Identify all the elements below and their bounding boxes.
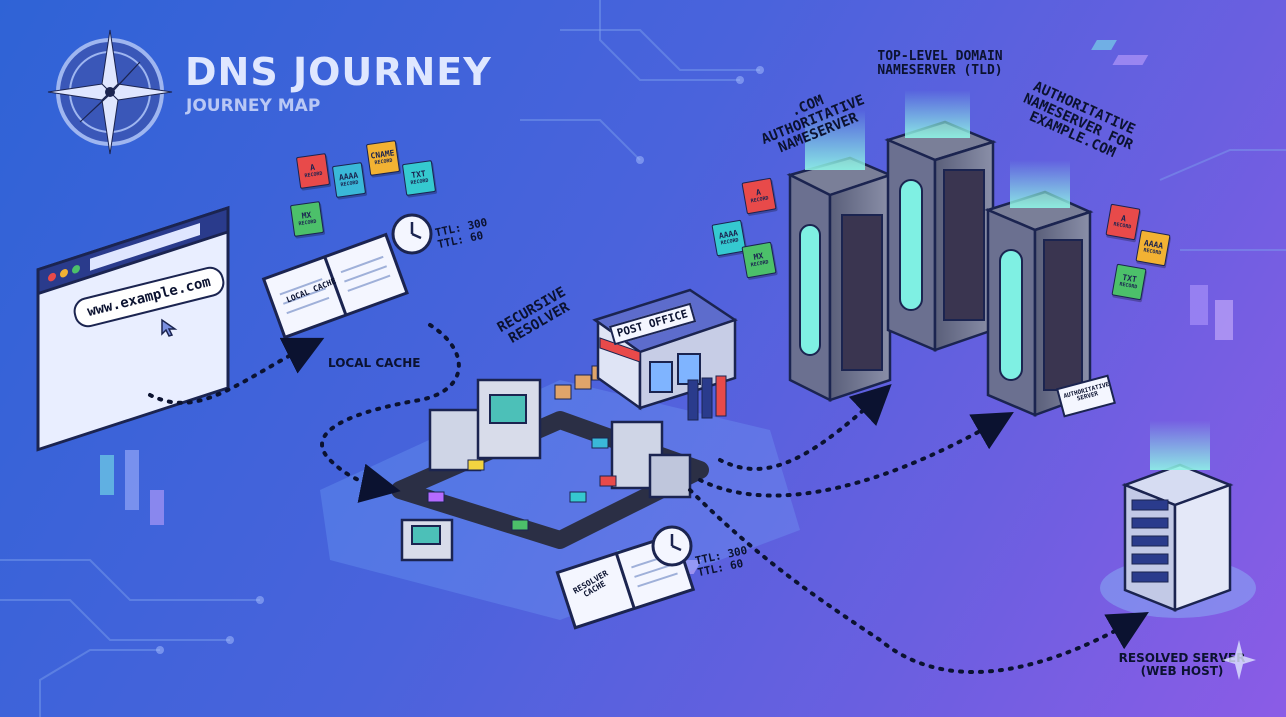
sparkle-icon bbox=[1222, 640, 1256, 680]
local-cache-book bbox=[261, 232, 409, 340]
browser-window bbox=[36, 205, 230, 452]
authoritative-nameserver-tower bbox=[984, 160, 1116, 418]
tld-nameserver-tower bbox=[884, 90, 997, 352]
cursor-icon bbox=[161, 318, 178, 337]
page-subtitle: JOURNEY MAP bbox=[186, 96, 321, 116]
compass-logo bbox=[47, 29, 173, 155]
conveyor-belt bbox=[391, 365, 709, 562]
local-cache-label: LOCAL CACHE bbox=[328, 356, 421, 370]
tld-nameserver-label: TOP-LEVEL DOMAIN NAMESERVER (TLD) bbox=[877, 49, 1003, 78]
clock-icon bbox=[651, 525, 693, 567]
com-nameserver-tower bbox=[786, 110, 894, 403]
resolved-server bbox=[1100, 420, 1256, 618]
page-title: DNS JOURNEY bbox=[185, 50, 492, 94]
clock-icon bbox=[391, 213, 433, 255]
resolved-server-label: RESOLVED SERVER(WEB HOST) bbox=[1118, 651, 1246, 678]
journey-arrows bbox=[148, 323, 1149, 674]
